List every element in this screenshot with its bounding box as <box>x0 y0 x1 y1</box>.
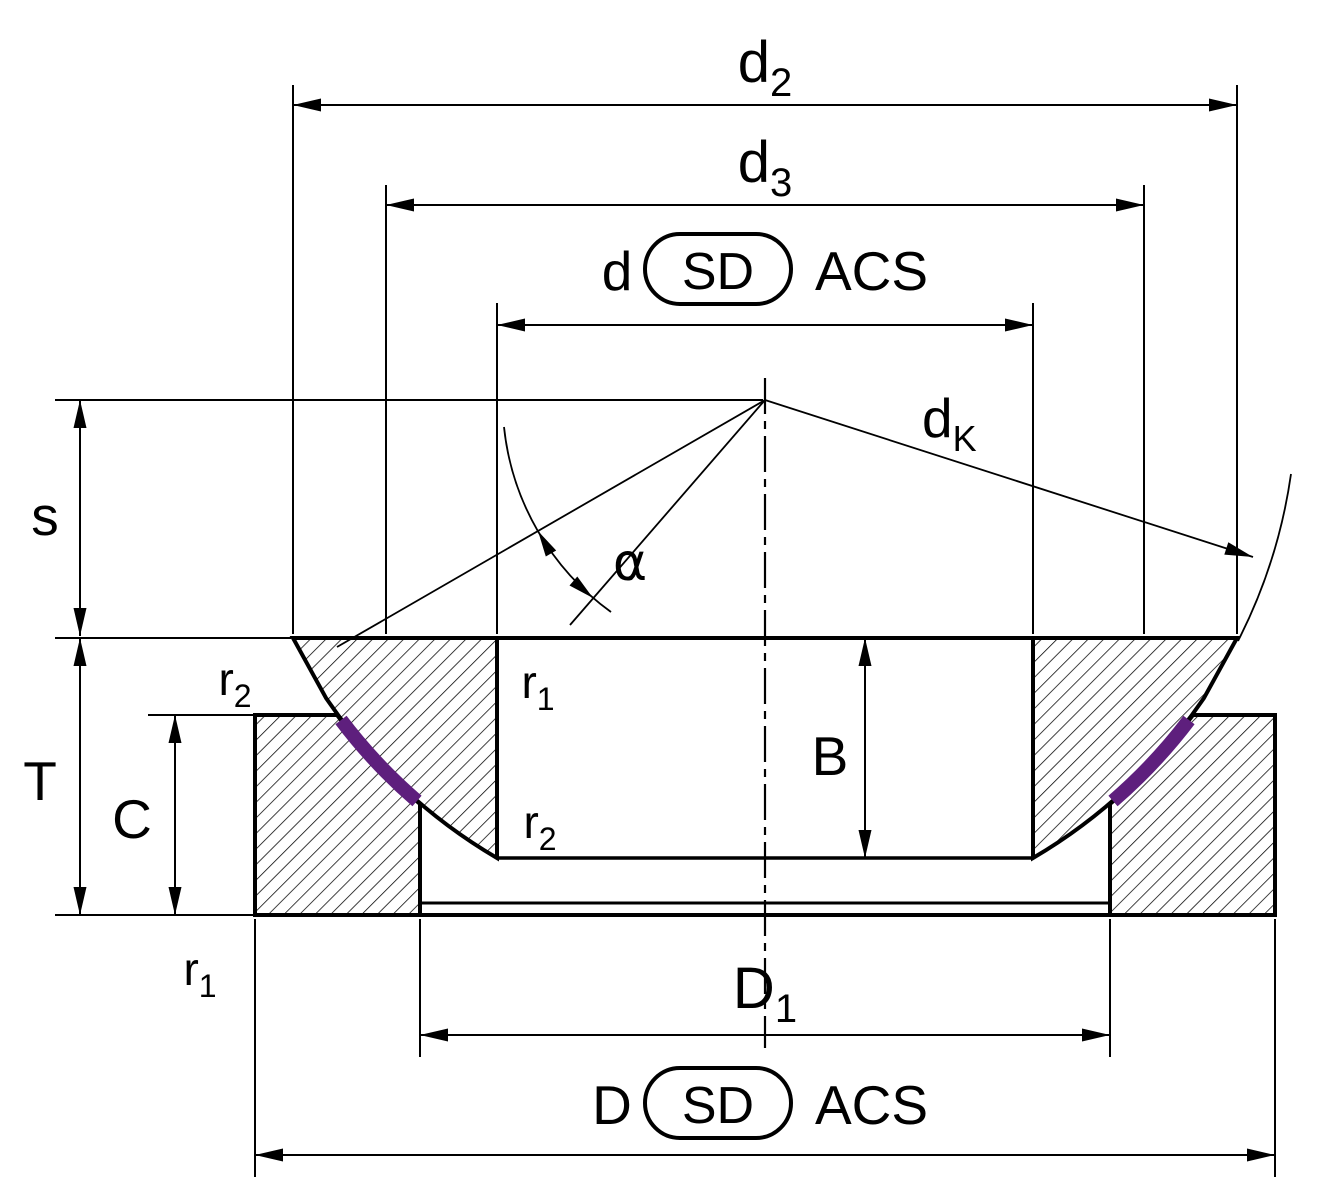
arrowhead <box>1247 1148 1275 1162</box>
arrowhead <box>1224 542 1253 557</box>
arrowhead <box>73 608 87 636</box>
C-label: C <box>112 788 152 850</box>
dk-radius-line <box>764 399 1254 558</box>
sliding-liner-left <box>335 715 422 807</box>
r1-bore-label: r1 <box>521 656 554 717</box>
dimension-d2: d2 <box>292 30 1238 634</box>
alpha-label: α <box>613 533 647 593</box>
r2-outer-label: r2 <box>218 653 251 714</box>
sd-badge-label: SD <box>682 1077 754 1135</box>
dimension-dk: dK <box>764 387 1292 642</box>
sliding-liner-right <box>1108 715 1195 807</box>
dimension-D1: D1 <box>419 919 1111 1057</box>
fillet-labels: r2 r1 r2 r1 <box>183 653 556 1004</box>
arrowhead <box>168 715 182 743</box>
alpha-line-outer <box>336 399 766 648</box>
arrowhead <box>73 400 87 428</box>
arrowhead <box>168 887 182 915</box>
s-label: s <box>31 485 59 547</box>
dimension-C: C <box>112 715 182 915</box>
arrowhead <box>538 531 557 557</box>
arrowhead <box>73 638 87 666</box>
dimension-T: T <box>23 638 87 915</box>
arrowhead <box>1005 318 1033 332</box>
D1-label: D1 <box>733 956 797 1031</box>
B-label: B <box>812 725 849 787</box>
sd-badge-label: SD <box>682 243 754 301</box>
sd-badge-outline <box>643 1066 793 1140</box>
d2-label: d2 <box>738 30 793 105</box>
r2-bore-label: r2 <box>523 796 556 857</box>
arrowhead <box>858 638 872 666</box>
arrowhead <box>497 318 525 332</box>
arrowhead <box>1116 198 1144 212</box>
acs-label: ACS <box>815 1074 928 1136</box>
arrowhead <box>73 887 87 915</box>
arrowhead <box>255 1148 283 1162</box>
arrowhead <box>569 576 593 598</box>
D-label: D <box>592 1074 632 1136</box>
arrowhead <box>386 198 414 212</box>
arrowhead <box>1082 1028 1110 1042</box>
dk-label: dK <box>922 387 977 459</box>
T-label: T <box>23 750 57 812</box>
dimension-s: s <box>31 400 87 636</box>
sphere-arc <box>1237 473 1292 642</box>
d3-label: d3 <box>738 130 793 205</box>
reference-lines <box>55 378 767 1048</box>
acs-label: ACS <box>815 240 928 302</box>
arrowhead <box>293 98 321 112</box>
dimension-d3: d3 <box>385 130 1145 634</box>
dimension-d-sd-acs: d SD ACS <box>496 232 1034 634</box>
arrowhead <box>858 830 872 858</box>
alpha-line-inner <box>569 399 766 626</box>
d-label: d <box>602 240 633 302</box>
arrowhead <box>420 1028 448 1042</box>
arrowhead <box>1209 98 1237 112</box>
sd-badge-outline <box>643 232 793 306</box>
dimension-B: B <box>812 638 872 858</box>
dimension-D-sd-acs: D SD ACS <box>254 919 1276 1177</box>
angle-alpha: α <box>336 399 766 648</box>
r1-bottom-label: r1 <box>183 943 216 1004</box>
